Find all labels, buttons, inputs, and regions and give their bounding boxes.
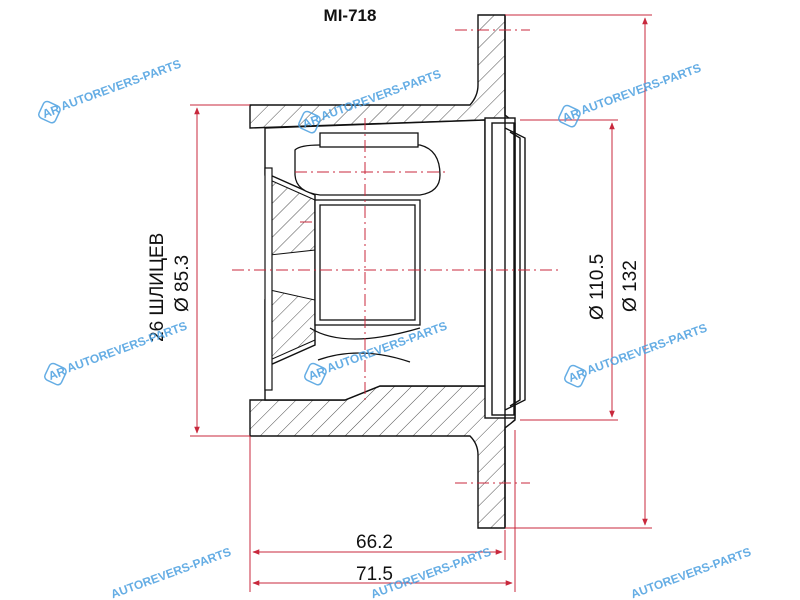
watermark-text: AUTOREVERS-PARTS bbox=[59, 57, 183, 114]
length-long-label: 71.5 bbox=[356, 564, 393, 585]
part-number-title: MI-718 bbox=[323, 6, 377, 25]
watermark-text: AUTOREVERS-PARTS bbox=[629, 545, 753, 600]
spline-diameter-label: Ø 85.3 bbox=[172, 255, 193, 312]
watermark-logo: AR bbox=[40, 102, 61, 121]
watermark-logo: AR bbox=[566, 366, 587, 385]
watermark-logo: AR bbox=[300, 112, 321, 131]
watermark-text: AUTOREVERS-PARTS bbox=[65, 319, 189, 376]
snap-ring bbox=[264, 167, 273, 391]
diameter-outer-label: Ø 132 bbox=[620, 260, 641, 312]
watermark-logo: AR bbox=[46, 364, 67, 383]
diameter-inner-label: Ø 110.5 bbox=[587, 254, 608, 320]
watermark-text: AUTOREVERS-PARTS bbox=[109, 545, 233, 600]
center-lines bbox=[232, 29, 560, 484]
roller-bearing bbox=[294, 132, 441, 363]
watermark-text: AUTOREVERS-PARTS bbox=[579, 61, 703, 118]
watermark-logo: AR bbox=[306, 364, 327, 383]
spline-count-label: 26 ШЛИЦЕВ bbox=[147, 233, 168, 342]
length-short-label: 66.2 bbox=[356, 532, 393, 553]
watermark-text: AUTOREVERS-PARTS bbox=[585, 321, 709, 378]
dimension-lines bbox=[190, 14, 652, 592]
watermark-logo: AR bbox=[560, 106, 581, 125]
